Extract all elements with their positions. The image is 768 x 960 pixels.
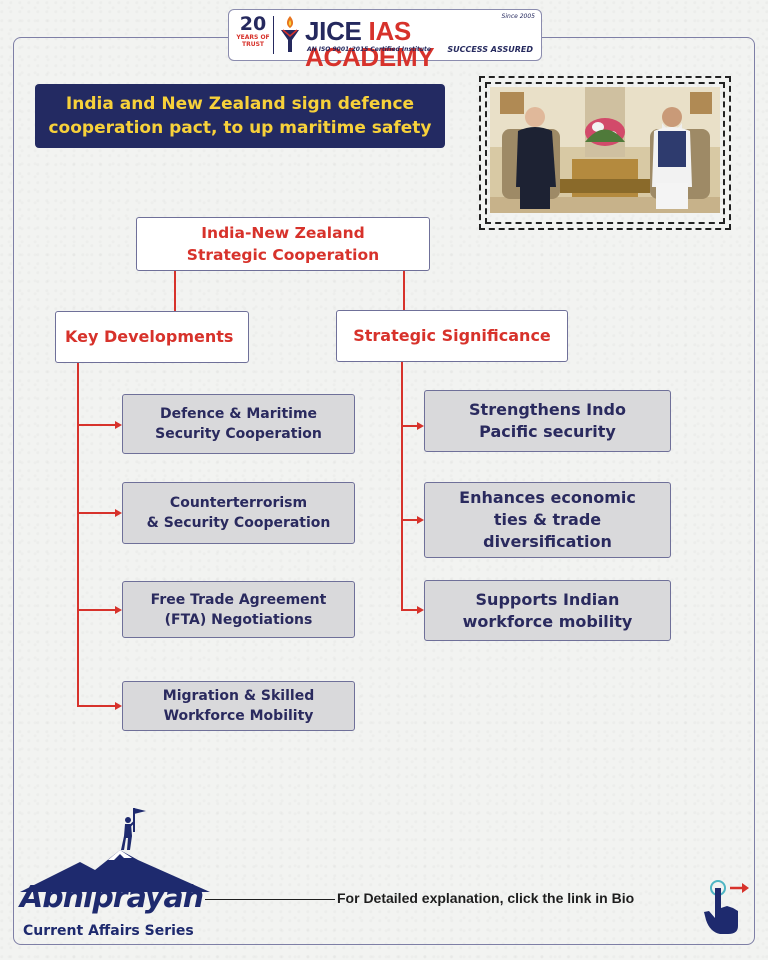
arrow: [417, 606, 424, 614]
arrow: [115, 509, 122, 517]
root-line-2: Strategic Cooperation: [186, 246, 380, 264]
connector: [77, 424, 115, 426]
connector: [401, 425, 417, 427]
arrow: [115, 606, 122, 614]
news-photo: [490, 87, 720, 219]
news-photo-frame: [479, 76, 731, 230]
strategic-significance-header: Strategic Significance: [336, 310, 568, 362]
connector: [77, 363, 79, 706]
root-node: India-New Zealand Strategic Cooperation: [136, 217, 430, 271]
connector: [77, 512, 115, 514]
years-badge: 20 YEARS OF TRUST: [235, 14, 271, 48]
academy-logo[interactable]: 20 YEARS OF TRUST JICE IAS ACADEMY Since…: [228, 9, 542, 70]
connector: [401, 362, 403, 610]
headline-banner: India and New Zealand sign defence coope…: [35, 84, 445, 148]
connector: [401, 609, 417, 611]
tap-hand-icon[interactable]: [700, 878, 754, 942]
arrow: [417, 422, 424, 430]
arrow: [417, 516, 424, 524]
arrow: [115, 702, 122, 710]
flag-climber-icon: [20, 802, 210, 942]
arrow: [115, 421, 122, 429]
connector: [77, 609, 115, 611]
connector: [174, 271, 176, 311]
series-label: Current Affairs Series: [23, 923, 194, 939]
divider-line: [205, 899, 335, 900]
headline-line-1: India and New Zealand sign defence: [65, 94, 415, 114]
key-development-item: Counterterrorism& Security Cooperation: [122, 482, 355, 544]
key-developments-header: Key Developments: [55, 311, 249, 363]
connector: [401, 519, 417, 521]
key-development-item: Free Trade Agreement(FTA) Negotiations: [122, 581, 355, 638]
logo-divider: [273, 16, 274, 54]
academy-name: JICE IAS ACADEMY: [305, 16, 435, 72]
since-text: Since 2005: [501, 13, 535, 20]
root-line-1: India-New Zealand: [201, 224, 365, 242]
years-number: 20: [239, 13, 267, 35]
iso-text: AN ISO 9001:2015 Certified Institute: [307, 46, 431, 53]
brand-name: Abhiprayah: [20, 880, 204, 915]
connector: [403, 271, 405, 310]
connector: [77, 705, 115, 707]
cta-text[interactable]: For Detailed explanation, click the link…: [337, 890, 635, 906]
years-text: YEARS OF TRUST: [236, 34, 270, 48]
tagline: SUCCESS ASSURED: [447, 45, 533, 54]
torch-icon: [277, 14, 303, 60]
headline-line-2: cooperation pact, to up maritime safety: [48, 118, 432, 138]
